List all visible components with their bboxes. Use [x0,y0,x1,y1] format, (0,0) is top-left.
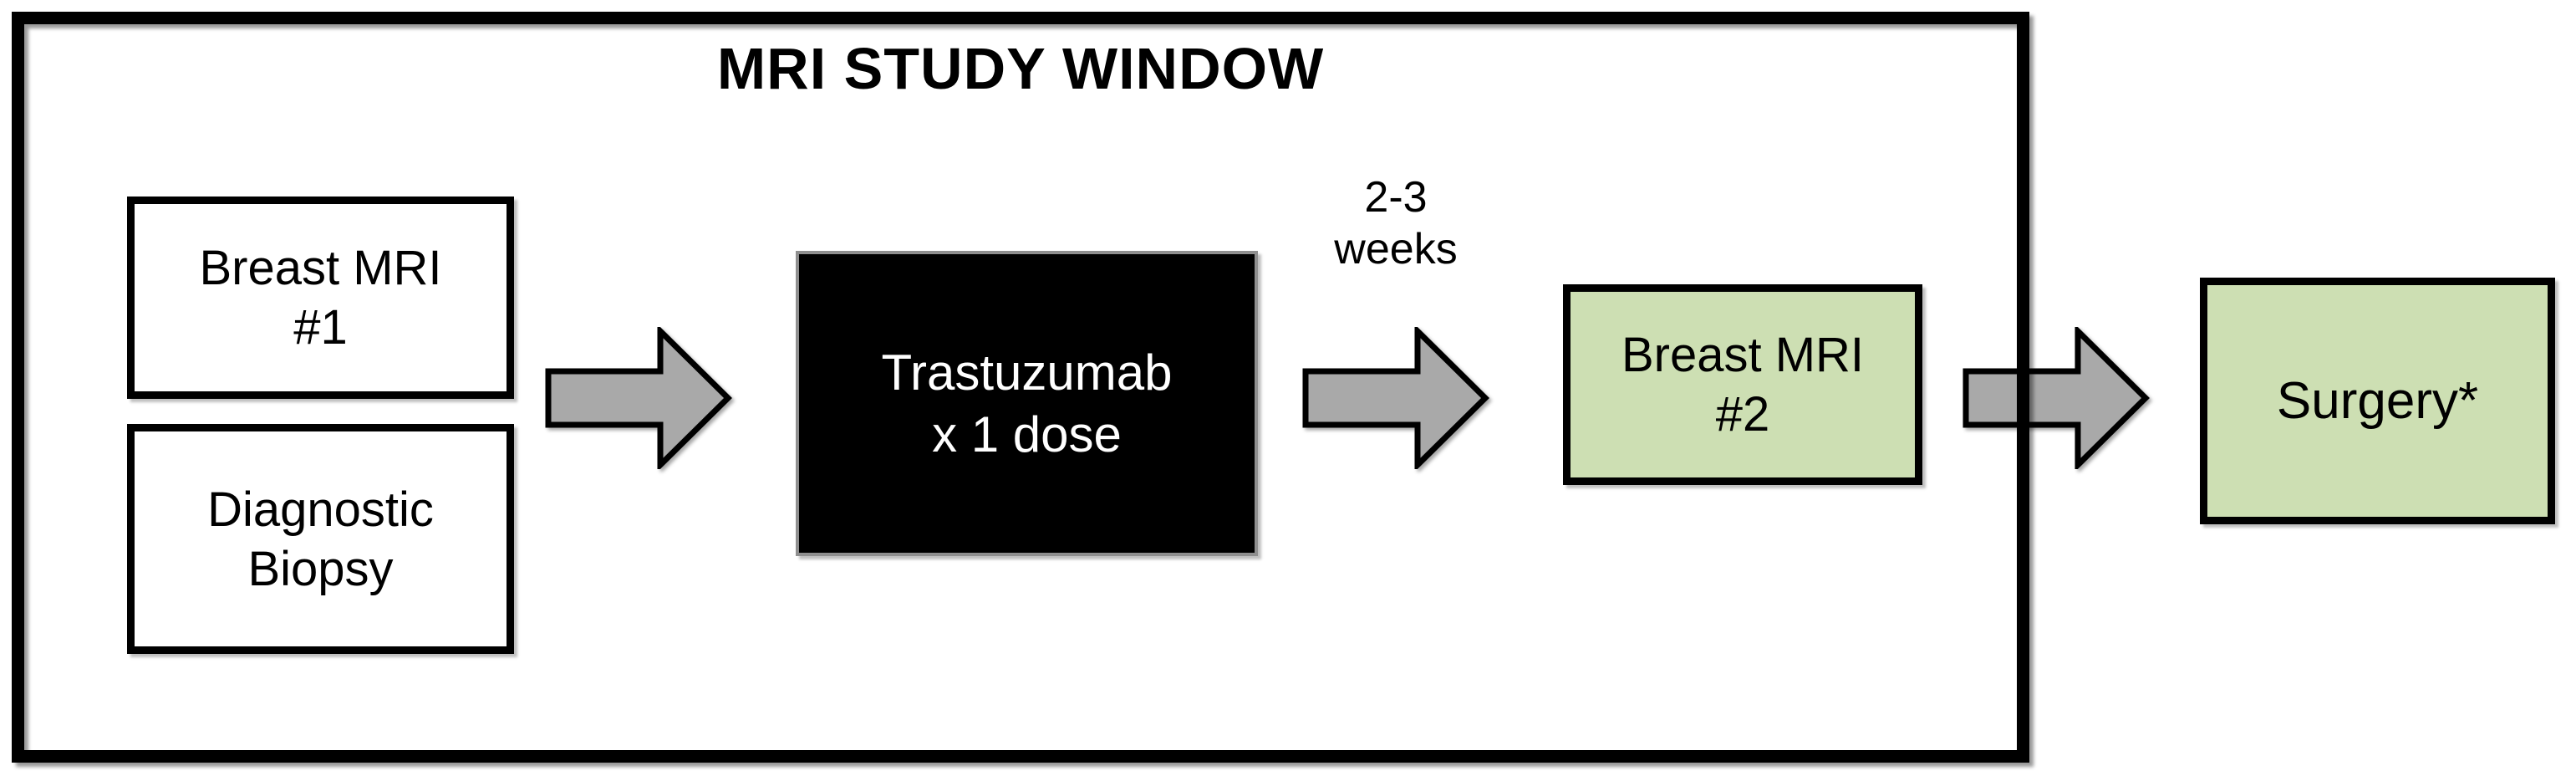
node-diagnostic-biopsy: Diagnostic Biopsy [127,424,514,654]
node-label-line: #2 [1715,387,1770,442]
node-trastuzumab: Trastuzumab x 1 dose [796,251,1258,556]
flow-arrow-icon [1963,327,2150,469]
flow-arrow-icon [1302,327,1489,469]
arrow-duration-line: 2-3 [1364,173,1428,222]
node-label-line: Trastuzumab [881,344,1173,401]
arrow-duration-line: weeks [1334,225,1458,273]
node-label-line: #1 [293,300,348,355]
node-breast-mri-1: Breast MRI #1 [127,197,514,399]
node-label-line: Diagnostic [207,482,434,537]
flow-arrow-icon [545,327,732,469]
node-breast-mri-2: Breast MRI #2 [1563,284,1922,485]
node-label-line: x 1 dose [932,406,1122,462]
node-surgery: Surgery* [2200,278,2555,524]
node-label-line: Breast MRI [199,241,442,295]
node-label-line: Surgery* [2276,372,2479,430]
arrow-duration-label: 2-3 weeks [1285,171,1506,275]
node-label-line: Breast MRI [1621,328,1865,382]
study-window-title: MRI STUDY WINDOW [716,36,1325,101]
node-label-line: Biopsy [247,541,394,596]
